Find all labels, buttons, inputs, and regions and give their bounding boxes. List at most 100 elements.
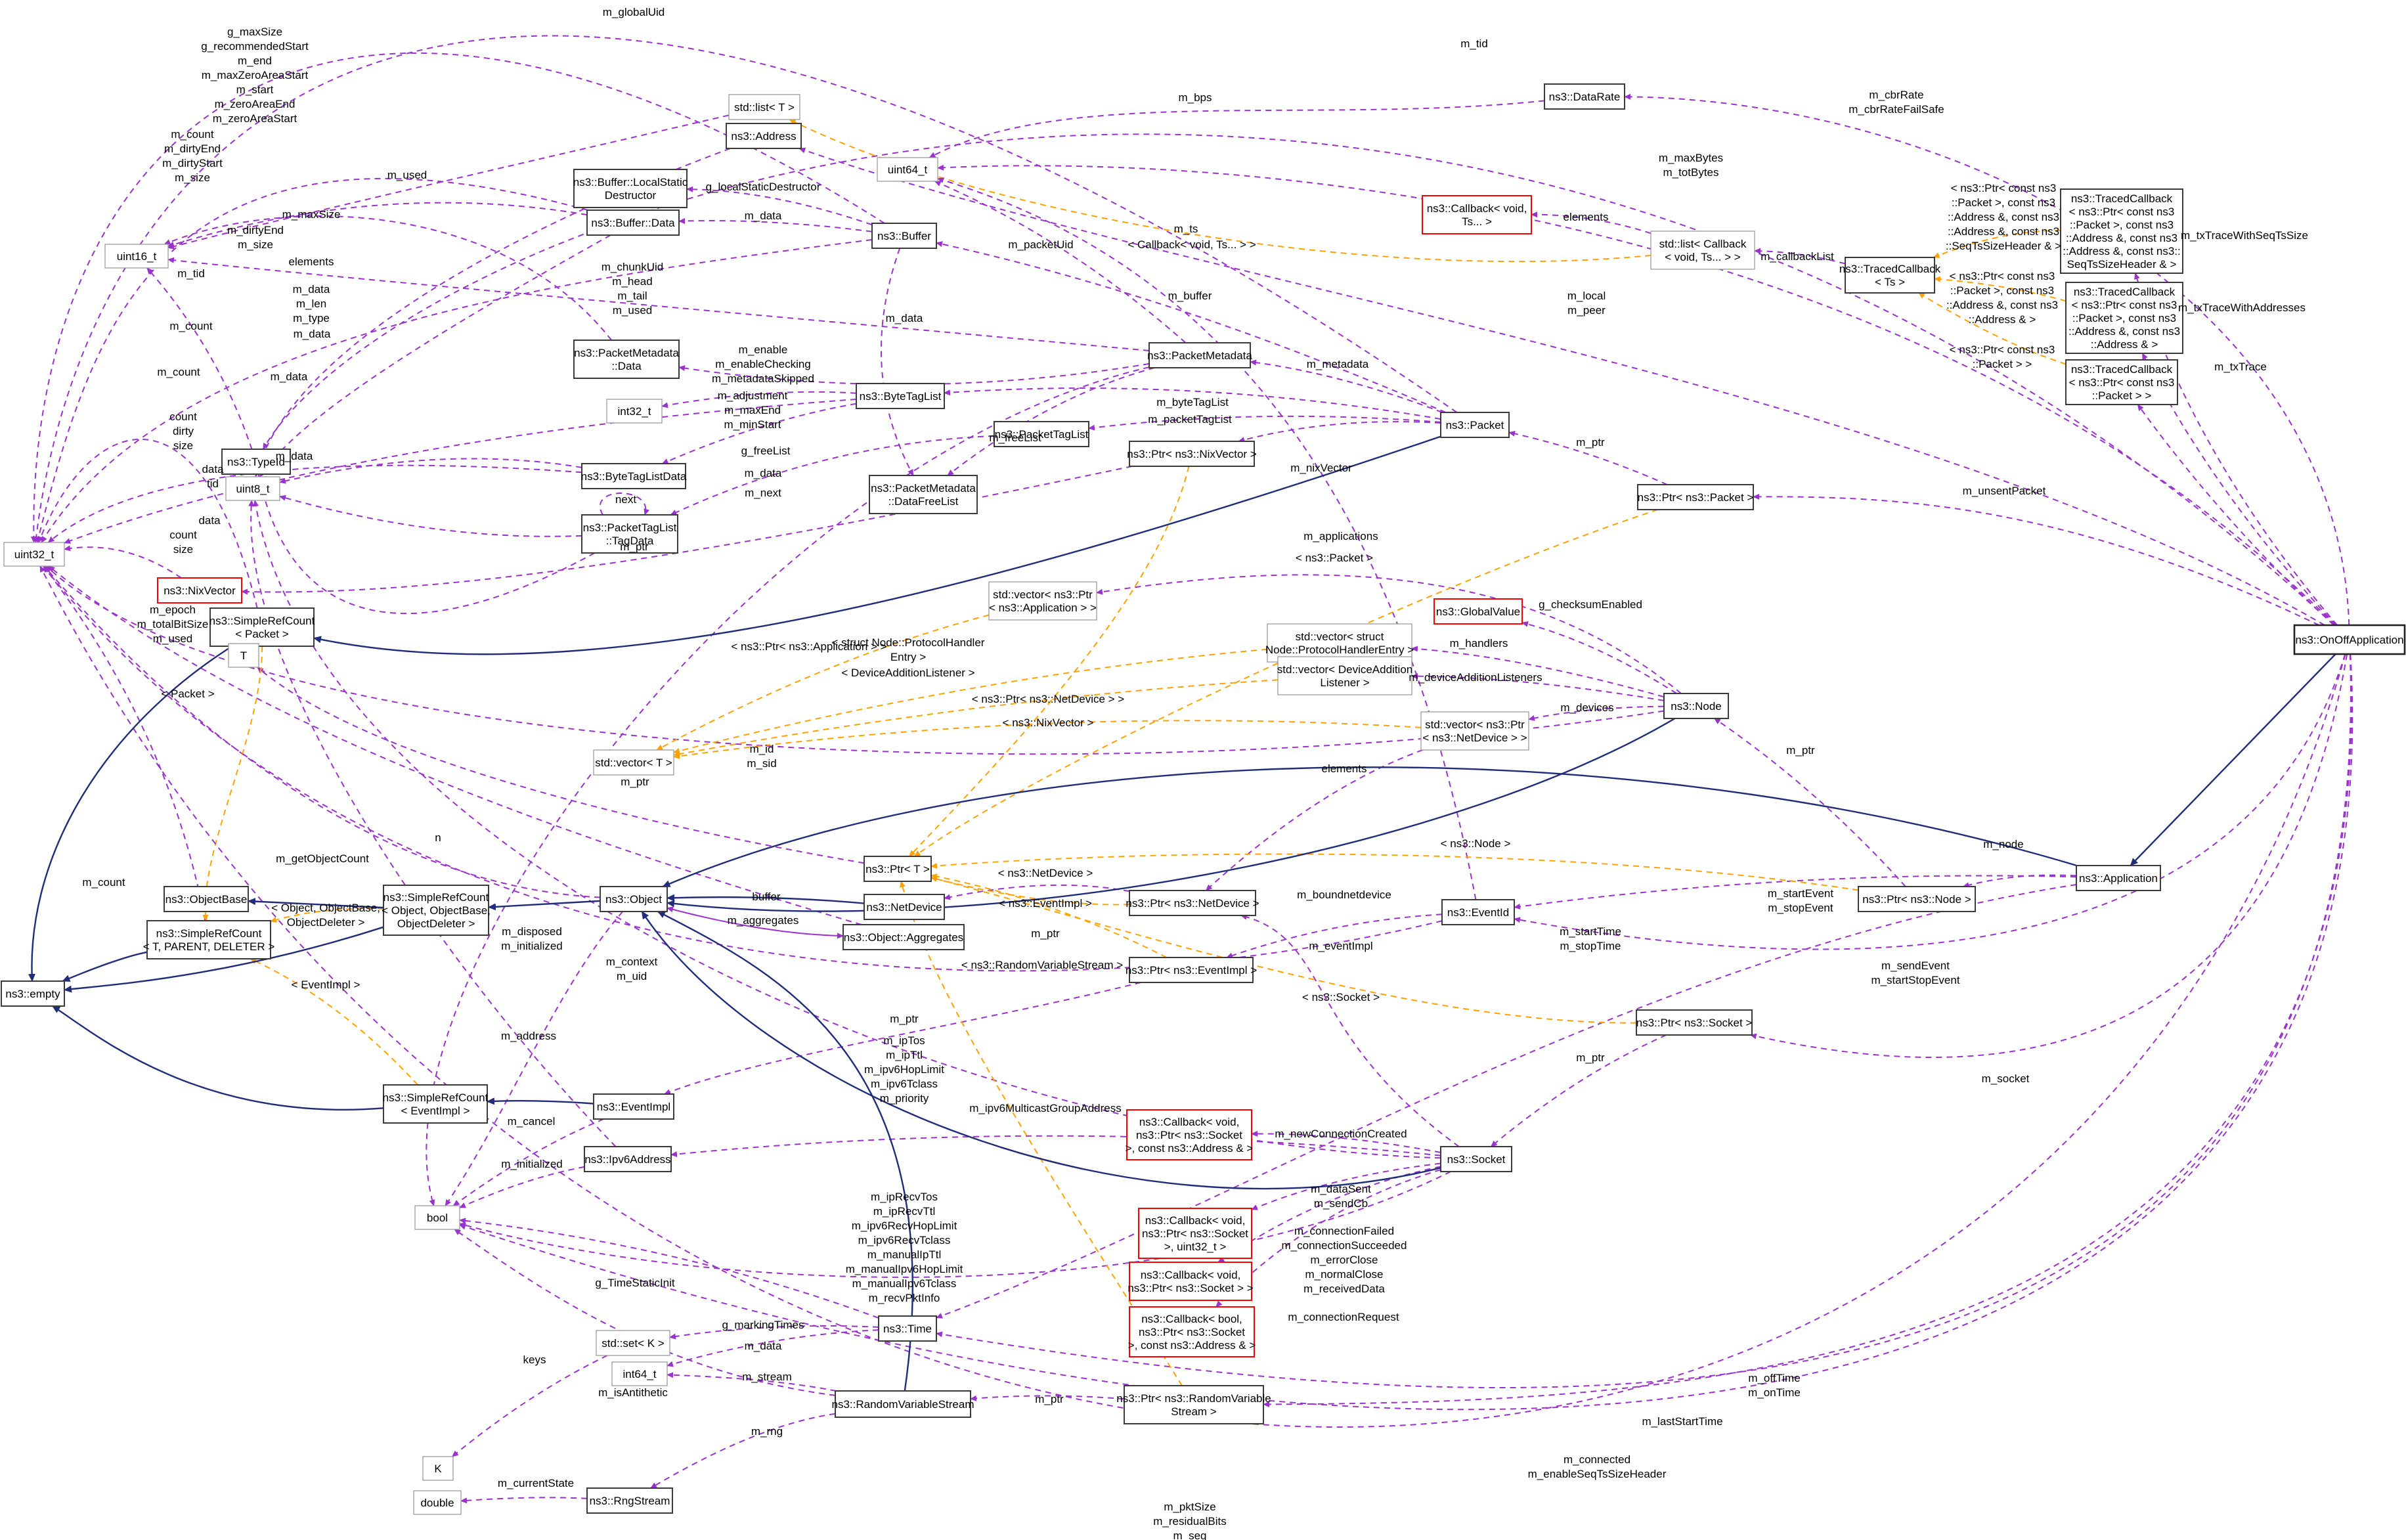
node-box[interactable] [573, 340, 680, 379]
node-box[interactable] [573, 169, 688, 208]
node-box[interactable] [1138, 1208, 1252, 1259]
node-ns3-packet[interactable]: ns3::Packet [1440, 412, 1510, 438]
node-box[interactable] [1637, 484, 1754, 510]
node-uint64-t[interactable]: uint64_t [877, 157, 938, 182]
node-ns3-address[interactable]: ns3::Address [726, 123, 802, 149]
node-box[interactable] [1650, 231, 1755, 270]
node-box[interactable] [413, 1490, 462, 1515]
node-ns3-tracedcallback-ns3-ptr-const-ns3-packet-[interactable]: ns3::TracedCallback< ns3::Ptr< const ns3… [2065, 359, 2178, 405]
node-box[interactable] [157, 577, 242, 604]
node-box[interactable] [869, 475, 978, 514]
node-box[interactable] [877, 157, 938, 182]
node-ns3-netdevice[interactable]: ns3::NetDevice [864, 894, 945, 920]
node-box[interactable] [728, 94, 800, 120]
node-ns3-callback-void-ns3-ptr-ns3-socket-[interactable]: ns3::Callback< void,ns3::Ptr< ns3::Socke… [1127, 1262, 1254, 1301]
node-box[interactable] [414, 1205, 460, 1230]
node-box[interactable] [878, 1315, 937, 1342]
node-box[interactable] [1440, 412, 1510, 438]
node-ns3-simplerefcount-object-objectbase-objectdeleter-[interactable]: ns3::SimpleRefCount< Object, ObjectBase,… [382, 885, 491, 936]
node-ns3-eventimpl[interactable]: ns3::EventImpl [593, 1093, 674, 1120]
node-ns3-onoffapplication[interactable]: ns3::OnOffApplication [2293, 624, 2406, 655]
node-box[interactable] [1663, 693, 1729, 719]
node-box[interactable] [422, 1456, 454, 1481]
node-box[interactable] [1129, 441, 1255, 467]
node-k[interactable]: K [422, 1456, 454, 1481]
node-std-vector-ns3-ptr-ns3-application-[interactable]: std::vector< ns3::Ptr< ns3::Application … [988, 581, 1097, 621]
node-box[interactable] [1129, 957, 1254, 983]
node-ns3-ptr-ns3-nixvector-[interactable]: ns3::Ptr< ns3::NixVector > [1127, 441, 1257, 467]
node-box[interactable] [3, 542, 65, 567]
node-ns3-randomvariablestream[interactable]: ns3::RandomVariableStream [831, 1390, 974, 1418]
node-int64-t[interactable]: int64_t [611, 1361, 668, 1386]
node-std-list-t-[interactable]: std::list< T > [728, 94, 800, 120]
node-ns3-datarate[interactable]: ns3::DataRate [1544, 83, 1625, 110]
node-box[interactable] [2065, 282, 2183, 354]
node-ns3-bytetaglistdata[interactable]: ns3::ByteTagListData [581, 463, 687, 489]
node-box[interactable] [146, 920, 271, 959]
node-ns3-tracedcallback-ns3-ptr-const-ns3-packet-const-ns3-address-const-ns3-address-[interactable]: ns3::TracedCallback< ns3::Ptr< const ns3… [2065, 282, 2183, 354]
node-box[interactable] [1636, 1009, 1753, 1036]
node-std-vector-ns3-ptr-ns3-netdevice-[interactable]: std::vector< ns3::Ptr< ns3::NetDevice > … [1420, 711, 1529, 751]
node-ns3-rngstream[interactable]: ns3::RngStream [586, 1487, 673, 1514]
node-box[interactable] [593, 749, 674, 776]
node-box[interactable] [1, 980, 65, 1007]
node-ns3-callback-void-ns3-ptr-ns3-socket-const-ns3-address-[interactable]: ns3::Callback< void,ns3::Ptr< ns3::Socke… [1126, 1109, 1254, 1160]
node-box[interactable] [606, 399, 663, 424]
node-double[interactable]: double [413, 1490, 462, 1515]
node-box[interactable] [871, 223, 937, 249]
node-int32-t[interactable]: int32_t [606, 399, 663, 424]
node-ns3-packettaglist-tagdata[interactable]: ns3::PacketTagList::TagData [581, 514, 678, 554]
node-box[interactable] [1126, 1109, 1252, 1160]
node-box[interactable] [835, 1390, 971, 1418]
node-box[interactable] [988, 581, 1097, 621]
node-ns3-time[interactable]: ns3::Time [878, 1315, 937, 1342]
node-ns3-ipv6address[interactable]: ns3::Ipv6Address [584, 1146, 672, 1172]
node-std-list-callback-void-ts-[interactable]: std::list< Callback< void, Ts... > > [1650, 231, 1755, 270]
node-box[interactable] [593, 1093, 674, 1120]
node-ns3-object[interactable]: ns3::Object [600, 886, 668, 912]
node-ns3-packetmetadata-data[interactable]: ns3::PacketMetadata::Data [573, 340, 680, 379]
node-box[interactable] [209, 607, 315, 647]
node-box[interactable] [2065, 359, 2178, 405]
node-uint16-t[interactable]: uint16_t [104, 244, 169, 269]
node-box[interactable] [164, 886, 249, 912]
node-box[interactable] [221, 449, 291, 475]
node-box[interactable] [864, 894, 945, 920]
node-box[interactable] [584, 1146, 672, 1172]
node-ns3-globalvalue[interactable]: ns3::GlobalValue [1433, 598, 1523, 625]
node-box[interactable] [726, 123, 802, 149]
node-box[interactable] [856, 383, 945, 409]
node-box[interactable] [611, 1361, 668, 1386]
node-ns3-application[interactable]: ns3::Application [2076, 865, 2161, 891]
node-ns3-ptr-ns3-socket-[interactable]: ns3::Ptr< ns3::Socket > [1636, 1009, 1753, 1036]
node-box[interactable] [1129, 1262, 1252, 1301]
node-box[interactable] [1433, 598, 1523, 625]
node-ns3-tracedcallback-ts-[interactable]: ns3::TracedCallback< Ts > [1839, 257, 1941, 294]
node-ns3-packetmetadata[interactable]: ns3::PacketMetadata [1147, 342, 1252, 368]
node-box[interactable] [2293, 624, 2406, 655]
node-box[interactable] [225, 476, 280, 501]
node-box[interactable] [2060, 188, 2183, 274]
node-ns3-nixvector[interactable]: ns3::NixVector [157, 577, 242, 604]
node-uint32-t[interactable]: uint32_t [3, 542, 65, 567]
node-ns3-buffer-data[interactable]: ns3::Buffer::Data [586, 209, 680, 236]
node-box[interactable] [1148, 342, 1251, 368]
node-ns3-typeid[interactable]: ns3::TypeId [221, 449, 291, 475]
node-box[interactable] [2076, 865, 2161, 891]
node-box[interactable] [383, 885, 489, 936]
node-box[interactable] [104, 244, 169, 269]
node-ns3-callback-void-ns3-ptr-ns3-socket-uint32-t-[interactable]: ns3::Callback< void,ns3::Ptr< ns3::Socke… [1138, 1208, 1252, 1259]
node-box[interactable] [1277, 656, 1412, 695]
node-box[interactable] [228, 643, 259, 668]
node-box[interactable] [596, 1330, 670, 1356]
node-box[interactable] [1544, 83, 1625, 110]
node-box[interactable] [1441, 899, 1515, 925]
node-uint8-t[interactable]: uint8_t [225, 476, 280, 501]
node-ns3-ptr-t-[interactable]: ns3::Ptr< T > [864, 856, 932, 882]
node-ns3-simplerefcount-t-parent-deleter-[interactable]: ns3::SimpleRefCount< T, PARENT, DELETER … [143, 920, 275, 959]
node-box[interactable] [842, 924, 965, 950]
